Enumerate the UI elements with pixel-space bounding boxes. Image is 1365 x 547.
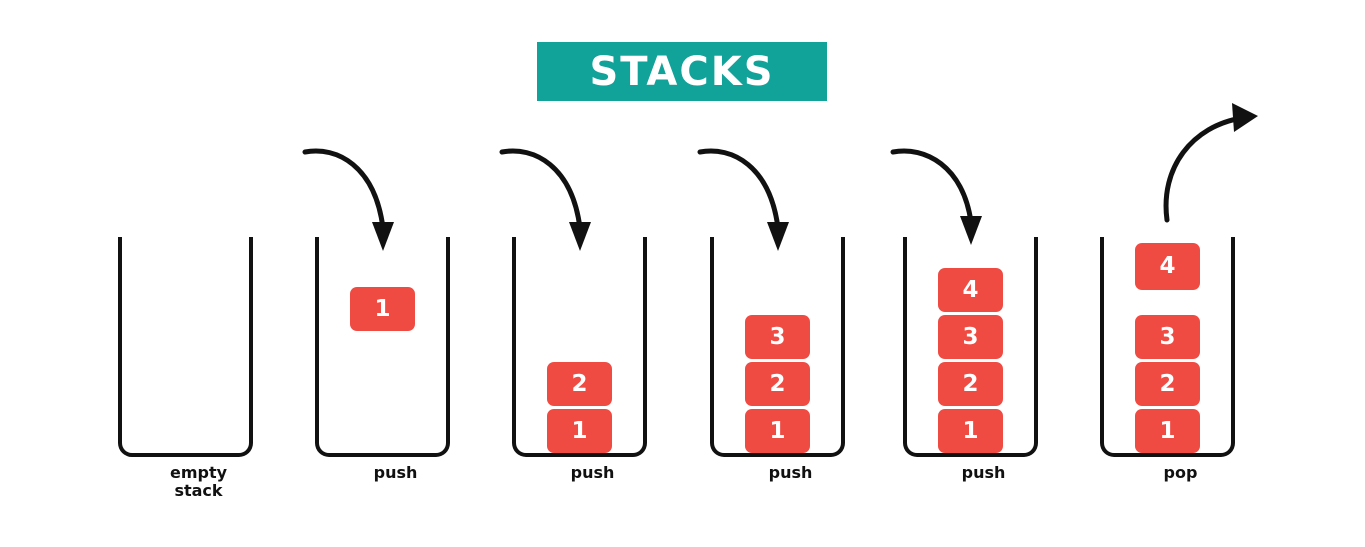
stack-boxes: 2 1 (512, 237, 647, 453)
stack-box-popped: 4 (1135, 243, 1200, 290)
stack-box: 1 (1135, 409, 1200, 453)
stack-box: 1 (350, 287, 415, 331)
stack-boxes: 3 2 1 (710, 237, 845, 453)
stack-container (118, 237, 253, 457)
stack-box: 1 (745, 409, 810, 453)
push-arrow-icon (499, 148, 591, 251)
stack-label: empty stack (169, 463, 228, 500)
stack-container (903, 237, 1038, 457)
push-arrow-icon (697, 148, 789, 251)
stack-step-1: empty stack (100, 0, 297, 547)
stack-label: push (373, 463, 418, 482)
push-arrow-icon (890, 148, 982, 245)
stack-box: 3 (1135, 315, 1200, 359)
title-banner: STACKS (537, 42, 827, 101)
stack-boxes: 1 (315, 237, 450, 453)
stack-step-4: 3 2 1 push (692, 0, 889, 547)
stack-step-6: 4 3 2 1 pop (1082, 0, 1279, 547)
stack-box: 2 (547, 362, 612, 406)
stack-label: push (768, 463, 813, 482)
stack-box: 2 (745, 362, 810, 406)
stack-boxes (118, 237, 253, 453)
stack-boxes: 4 3 2 1 (903, 237, 1038, 453)
stack-label: push (961, 463, 1006, 482)
stack-step-5: 4 3 2 1 push (885, 0, 1082, 547)
stack-label: pop (1163, 463, 1198, 482)
page-title: STACKS (589, 48, 775, 95)
stack-step-2: 1 push (297, 0, 494, 547)
stack-label: push (570, 463, 615, 482)
stack-step-3: 2 1 push (494, 0, 691, 547)
stack-container (315, 237, 450, 457)
stack-box: 4 (938, 268, 1003, 312)
stack-box: 2 (1135, 362, 1200, 406)
stack-box: 1 (547, 409, 612, 453)
stack-container (710, 237, 845, 457)
stack-box: 3 (745, 315, 810, 359)
push-arrow-icon (302, 148, 394, 251)
stack-container (512, 237, 647, 457)
stack-container (1100, 237, 1235, 457)
stack-boxes: 4 3 2 1 (1100, 237, 1235, 453)
stack-box: 1 (938, 409, 1003, 453)
stack-box: 3 (938, 315, 1003, 359)
pop-arrow-icon (1163, 103, 1258, 223)
stack-box: 2 (938, 362, 1003, 406)
